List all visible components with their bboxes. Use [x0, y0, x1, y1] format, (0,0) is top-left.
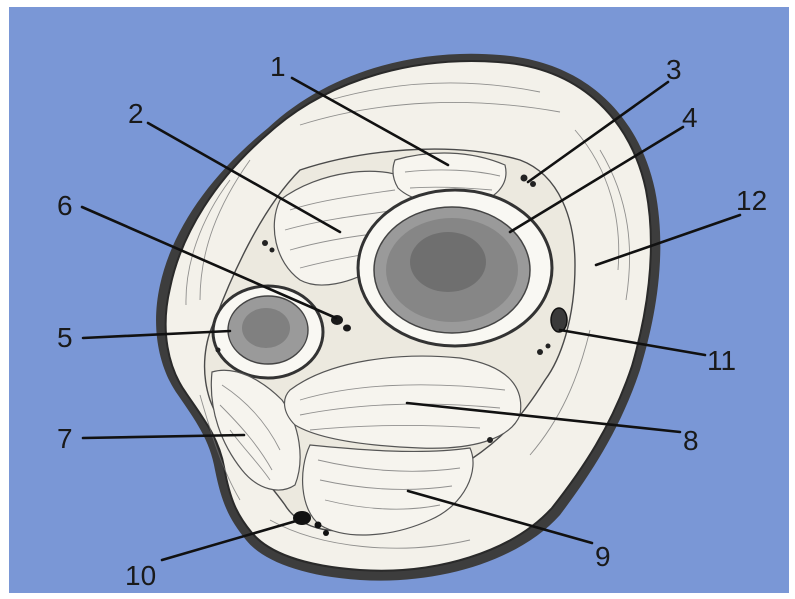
vessel-dot: [262, 240, 268, 246]
vessel-dot: [315, 522, 322, 529]
great-saphenous-vein: [551, 308, 567, 332]
label-4: 4: [682, 102, 698, 133]
label-8: 8: [683, 425, 699, 456]
label-12: 12: [736, 185, 767, 216]
vessel-dot: [323, 530, 329, 536]
label-10: 10: [125, 560, 156, 591]
vessel-dot: [537, 349, 543, 355]
vessel-dot: [521, 175, 528, 182]
label-3: 3: [666, 54, 682, 85]
vessel-dot: [546, 344, 551, 349]
vessel-dot: [216, 348, 221, 353]
fibula-marrow-core: [242, 308, 290, 348]
label-2: 2: [128, 98, 144, 129]
label-1: 1: [270, 51, 286, 82]
label-6: 6: [57, 190, 73, 221]
label-5: 5: [57, 322, 73, 353]
vessel-dot: [487, 437, 493, 443]
anterior-tibial-vessel: [343, 325, 351, 332]
tibia-marrow-core: [410, 232, 486, 292]
vessel-dot: [270, 248, 275, 253]
vessel-dot: [530, 181, 536, 187]
small-saphenous-vein: [293, 511, 311, 525]
label-9: 9: [595, 541, 611, 572]
label-11: 11: [707, 345, 736, 376]
label-7: 7: [57, 423, 73, 454]
